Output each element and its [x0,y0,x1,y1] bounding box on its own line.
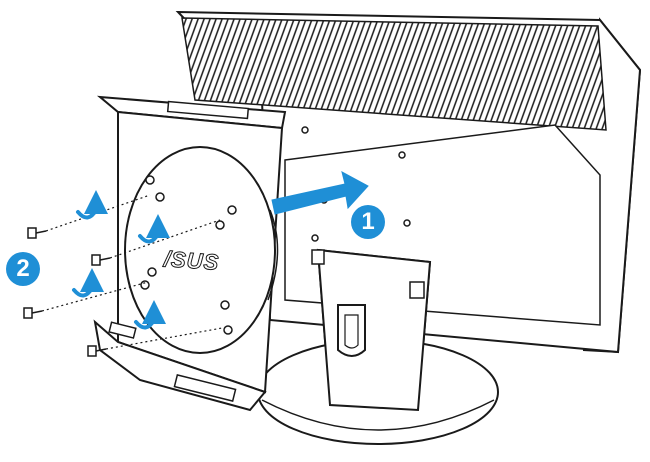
monitor-stand-base-edge [261,399,495,431]
step-2-badge: 2 [6,252,40,286]
screws [23,227,111,357]
screw-2 [91,254,111,266]
stand-clamp-left [311,249,325,265]
monitor-stand-neck-front [316,248,432,412]
brand-logo: /SUS [162,246,220,275]
bracket-vesa-holes [140,175,237,335]
insert-direction-arrow [271,171,369,215]
rotation-arrows [72,190,170,330]
bracket-top-slot [166,100,250,120]
monitor [175,10,642,445]
monitor-vent-grille [181,17,607,131]
rotate-arrow-4-icon [134,300,166,330]
bracket-bottom-slot [173,374,237,402]
rotate-arrow-2-icon [138,214,170,244]
bracket-disc-shade [267,209,279,301]
stand-cable-clip-slot [344,314,359,349]
rotate-arrow-3-icon [72,268,104,298]
screw-1 [27,227,47,239]
step-1-badge: 1 [351,205,385,239]
stand-clamp-right [409,281,425,299]
screw-3 [23,307,43,319]
bracket-bottom-tab [108,321,137,339]
rotate-arrow-1-icon [76,190,108,220]
screw-4 [87,345,107,357]
